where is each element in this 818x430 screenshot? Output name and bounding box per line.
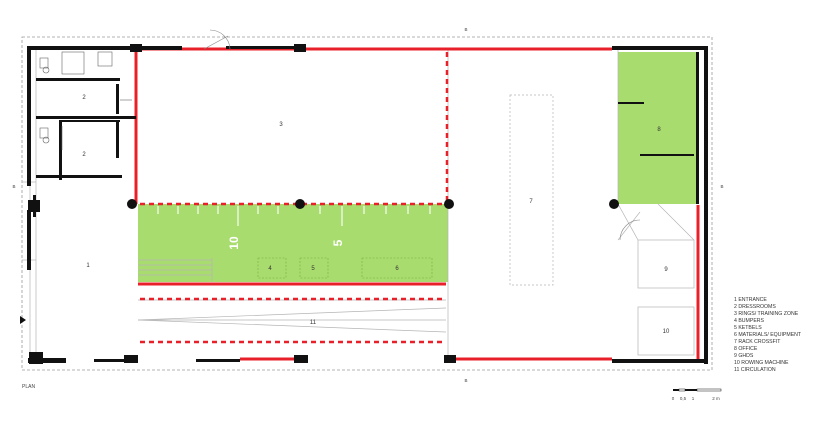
room-label-8: 8 bbox=[657, 127, 661, 133]
room-label-7: 7 bbox=[529, 199, 533, 205]
axis-marker-top: B bbox=[464, 27, 467, 32]
room-label-11: 11 bbox=[310, 320, 317, 326]
room-label-9: 9 bbox=[664, 267, 668, 273]
floor-tick-marks bbox=[157, 206, 431, 226]
entrance-arrow-icon bbox=[20, 316, 26, 324]
axis-marker-right: B bbox=[720, 184, 723, 189]
sanitary-fixtures bbox=[39, 51, 132, 150]
legend-item: 3 RINGS/ TRAINING ZONE bbox=[734, 311, 799, 317]
room-label-5: 5 bbox=[311, 266, 315, 272]
room-label-1: 1 bbox=[86, 263, 90, 269]
scale-tick-label: 0 bbox=[672, 396, 675, 401]
legend-item: 5 KETBELS bbox=[734, 325, 762, 331]
legend-item: 4 BUMPERS bbox=[734, 318, 765, 324]
scale-bar: 0 0,5 1 2 m bbox=[672, 388, 722, 401]
legend-item: 11 CIRCULATION bbox=[734, 367, 776, 373]
red-dashed-lines bbox=[140, 52, 449, 344]
axis-marker-left: B bbox=[12, 184, 15, 189]
scale-tick-label: 2 m bbox=[712, 396, 720, 401]
legend-item: 1 ENTRANCE bbox=[734, 297, 767, 303]
legend-item: 2 DRESSROOMS bbox=[734, 304, 776, 310]
legend-item: 8 OFFICE bbox=[734, 346, 758, 352]
room-label-4: 4 bbox=[268, 266, 272, 272]
room-label-2b: 2 bbox=[82, 152, 86, 158]
floor-marking-10: 10 bbox=[227, 236, 241, 250]
room-label-10: 10 bbox=[663, 329, 670, 335]
floor-marking-5: 5 bbox=[331, 239, 345, 246]
scale-tick-label: 0,5 bbox=[680, 396, 687, 401]
plan-title: PLAN bbox=[22, 384, 35, 390]
legend-item: 10 ROWING MACHINE bbox=[734, 360, 789, 366]
room-label-6: 6 bbox=[395, 266, 399, 272]
room-label-3: 3 bbox=[279, 122, 283, 128]
door-swings bbox=[203, 29, 641, 241]
site-boundary bbox=[21, 36, 713, 371]
legend-item: 9 GHDS bbox=[734, 353, 754, 359]
equipment-rects bbox=[257, 257, 433, 279]
legend: 1 ENTRANCE 2 DRESSROOMS 3 RINGS/ TRAININ… bbox=[734, 297, 802, 373]
legend-item: 7 RACK CROSSFIT bbox=[734, 339, 781, 345]
columns bbox=[28, 44, 619, 364]
legend-item: 6 MATERIALS/ EQUIPMENT bbox=[734, 332, 802, 338]
training-zone-green bbox=[138, 204, 448, 282]
office-zone-green bbox=[618, 52, 696, 204]
scale-tick-label: 1 bbox=[692, 396, 695, 401]
black-walls bbox=[27, 46, 708, 364]
axis-marker-bottom: B bbox=[464, 378, 467, 383]
room-label-2a: 2 bbox=[82, 95, 86, 101]
